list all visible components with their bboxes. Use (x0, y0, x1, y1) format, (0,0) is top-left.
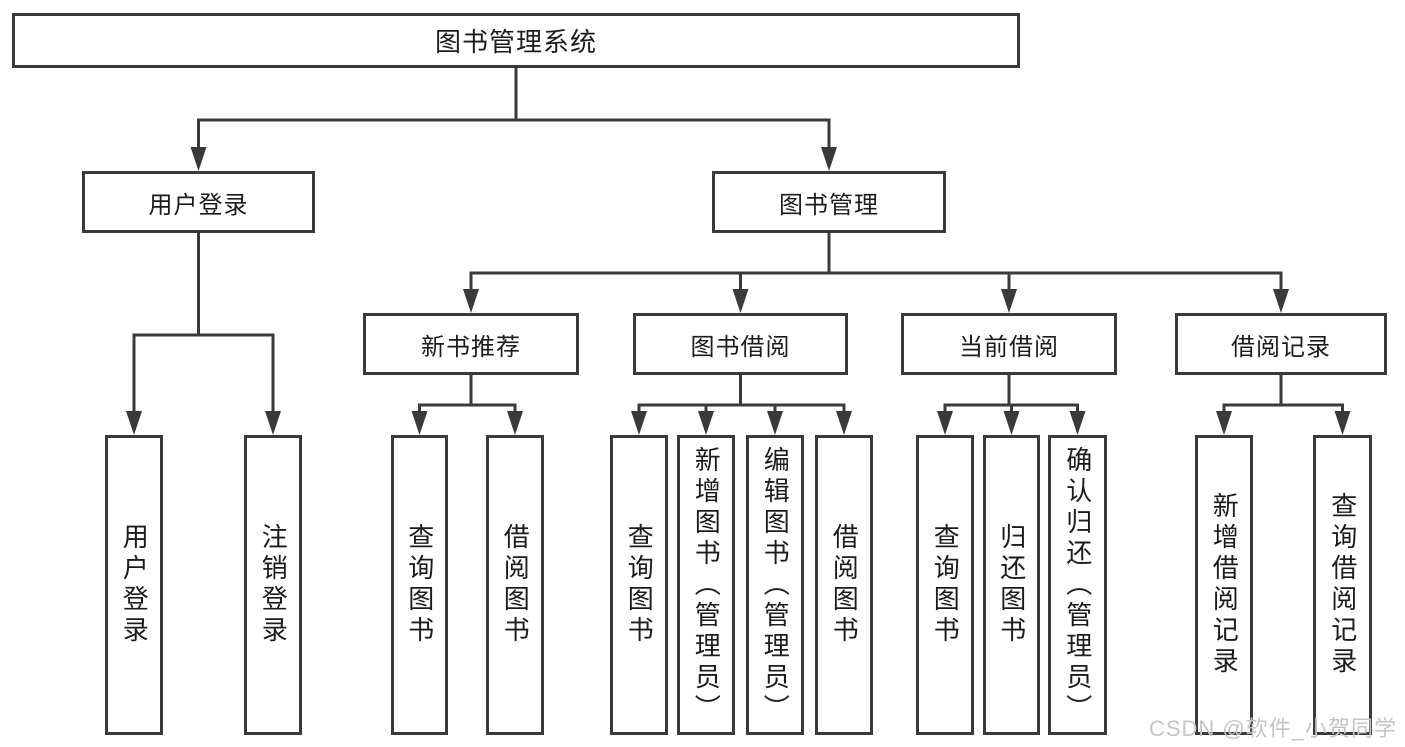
node-user-login: 用户登录 (82, 171, 315, 233)
connector-book-borrow-to-leaves (631, 375, 852, 435)
leaf-records-add-record-label: 新增借阅记录 (1209, 492, 1240, 678)
leaf-borrow-add-book-admin: 新增图书（管理员） (677, 435, 735, 735)
leaf-current-query-books-label: 查询图书 (930, 523, 961, 647)
leaf-borrow-edit-book-admin: 编辑图书（管理员） (746, 435, 804, 735)
node-new-book-recommend-label: 新书推荐 (421, 333, 521, 361)
leaf-current-return-books: 归还图书 (983, 435, 1040, 735)
connector-root-to-level2 (190, 68, 837, 171)
leaf-records-add-record: 新增借阅记录 (1195, 435, 1253, 735)
leaf-user-login: 用户登录 (105, 435, 163, 735)
connector-user-login-to-leaves (126, 233, 281, 435)
node-book-management: 图书管理 (712, 171, 946, 233)
leaf-current-confirm-return-admin: 确认归还（管理员） (1048, 435, 1107, 735)
connector-current-borrow-to-leaves (937, 375, 1086, 435)
leaf-borrow-add-book-admin-label: 新增图书（管理员） (691, 445, 722, 725)
leaf-user-login-label: 用户登录 (119, 523, 150, 647)
node-current-borrow: 当前借阅 (901, 313, 1117, 375)
leaf-current-return-books-label: 归还图书 (996, 523, 1027, 647)
connector-borrow-records-to-leaves (1216, 375, 1351, 435)
leaf-records-query-record-label: 查询借阅记录 (1327, 492, 1358, 678)
node-user-login-label: 用户登录 (148, 191, 249, 219)
leaf-borrow-borrow-books-label: 借阅图书 (829, 523, 860, 647)
node-book-borrow-label: 图书借阅 (690, 333, 791, 361)
node-book-borrow: 图书借阅 (633, 313, 848, 375)
leaf-logout-label: 注销登录 (258, 523, 289, 647)
node-root-label: 图书管理系统 (434, 27, 597, 57)
leaf-current-confirm-return-admin-label: 确认归还（管理员） (1062, 445, 1093, 725)
connector-new-book-to-leaves (411, 375, 523, 435)
leaf-borrow-edit-book-admin-label: 编辑图书（管理员） (760, 445, 791, 725)
leaf-borrow-query-books-label: 查询图书 (624, 523, 655, 647)
watermark-text: CSDN @软件_小贺同学 (1148, 716, 1397, 741)
leaf-borrow-query-books: 查询图书 (610, 435, 668, 735)
node-book-management-label: 图书管理 (779, 191, 879, 219)
leaf-current-query-books: 查询图书 (916, 435, 974, 735)
leaf-borrow-borrow-books: 借阅图书 (815, 435, 873, 735)
node-current-borrow-label: 当前借阅 (959, 333, 1059, 361)
leaf-newbook-query-books-label: 查询图书 (404, 523, 435, 647)
leaf-records-query-record: 查询借阅记录 (1313, 435, 1372, 735)
leaf-newbook-borrow-books-label: 借阅图书 (500, 523, 531, 647)
node-borrow-records-label: 借阅记录 (1231, 333, 1331, 361)
leaf-newbook-query-books: 查询图书 (391, 435, 448, 735)
leaf-logout: 注销登录 (244, 435, 302, 735)
node-new-book-recommend: 新书推荐 (363, 313, 579, 375)
node-borrow-records: 借阅记录 (1175, 313, 1387, 375)
leaf-newbook-borrow-books: 借阅图书 (486, 435, 544, 735)
node-root: 图书管理系统 (12, 13, 1020, 68)
connector-book-management-to-level3 (463, 233, 1289, 313)
